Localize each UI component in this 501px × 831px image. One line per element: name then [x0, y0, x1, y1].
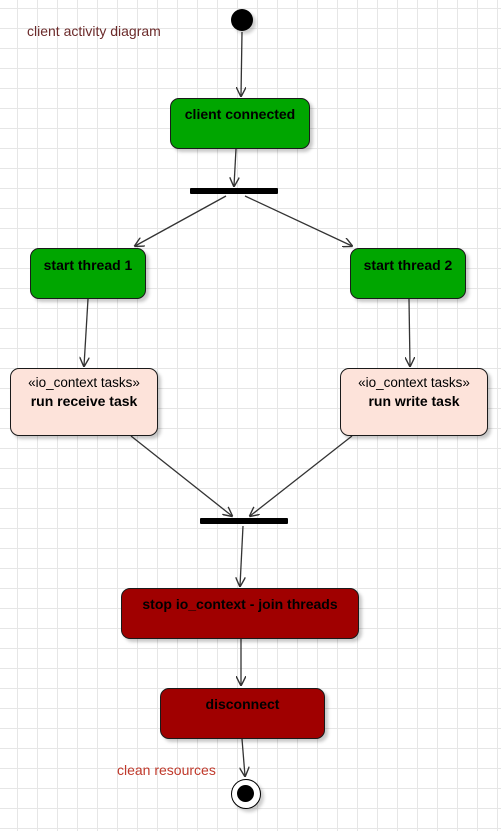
- action-run-receive-task: «io_context tasks» run receive task: [10, 368, 158, 436]
- receive-task-label: run receive task: [30, 393, 138, 409]
- action-disconnect: disconnect: [160, 688, 325, 739]
- diagram-title: client activity diagram: [27, 23, 161, 39]
- initial-node: [231, 9, 253, 31]
- action-disconnect-label: disconnect: [205, 696, 280, 712]
- action-stop-io-context-label: stop io_context - join threads: [142, 596, 338, 612]
- edge-thread2-to-write: [409, 298, 410, 366]
- action-start-thread-1: start thread 1: [30, 248, 146, 299]
- edge-thread1-to-receive: [84, 298, 88, 366]
- edge-join-to-stop: [240, 525, 243, 586]
- action-run-write-task: «io_context tasks» run write task: [340, 368, 488, 436]
- end-note: clean resources: [117, 762, 216, 778]
- action-start-thread-2-label: start thread 2: [363, 257, 453, 273]
- edge-receive-to-join: [130, 435, 232, 516]
- action-start-thread-2: start thread 2: [350, 248, 466, 299]
- edge-start-to-connected: [241, 31, 242, 96]
- edge-fork-to-thread1: [135, 195, 227, 246]
- edge-write-to-join: [250, 435, 353, 516]
- edge-connected-to-fork: [234, 148, 236, 186]
- edge-disconnect-to-end: [242, 738, 245, 776]
- action-client-connected: client connected: [170, 98, 310, 149]
- action-start-thread-1-label: start thread 1: [43, 257, 133, 273]
- edge-fork-to-thread2: [244, 195, 352, 246]
- write-stereotype: «io_context tasks»: [358, 375, 470, 390]
- fork-bar: [190, 188, 278, 194]
- final-node-core: [237, 785, 254, 802]
- write-task-label: run write task: [368, 393, 460, 409]
- action-client-connected-label: client connected: [184, 106, 296, 122]
- receive-stereotype: «io_context tasks»: [28, 375, 140, 390]
- join-bar: [200, 518, 288, 524]
- final-node: [231, 779, 261, 809]
- action-stop-io-context: stop io_context - join threads: [121, 588, 359, 639]
